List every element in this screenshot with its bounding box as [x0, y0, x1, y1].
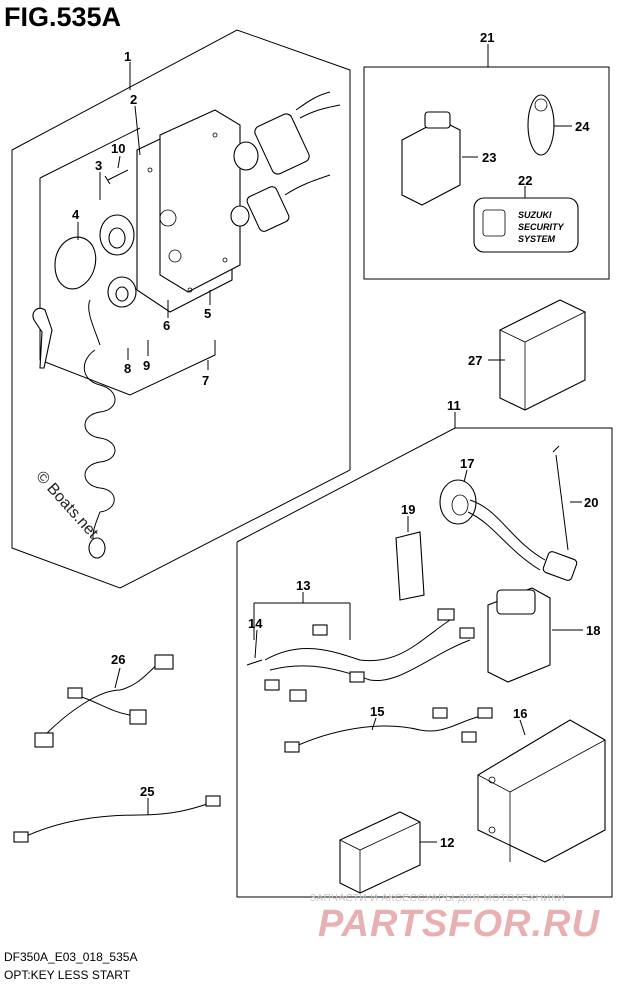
nut-rings [99, 214, 137, 308]
callout-23: 23 [482, 150, 496, 165]
sensor-17 [439, 479, 578, 581]
leader-lines [77, 44, 583, 843]
figure-code: DF350A_E03_018_535A [4, 950, 138, 964]
sheet-19 [395, 531, 425, 601]
callout-26: 26 [111, 652, 125, 667]
callout-13: 13 [296, 578, 310, 593]
figure-title: FIG.535A [4, 2, 122, 32]
lanyard-coil [83, 299, 116, 559]
callout-21: 21 [480, 30, 494, 45]
screw-10 [104, 169, 129, 185]
group-1-frame [11, 29, 351, 589]
callout-16: 16 [513, 706, 527, 721]
callout-7: 7 [202, 373, 209, 388]
bracket-16 [477, 719, 606, 863]
screw-14 [246, 659, 263, 666]
knob-4 [54, 236, 97, 290]
callout-25: 25 [140, 784, 154, 799]
callout-10: 10 [111, 141, 125, 156]
callout-15: 15 [370, 704, 384, 719]
callout-17: 17 [460, 456, 474, 471]
group-21-frame [363, 66, 610, 280]
callout-27: 27 [468, 353, 482, 368]
badge-22 [473, 197, 579, 253]
callout-14: 14 [248, 616, 263, 631]
callout-12: 12 [440, 835, 454, 850]
figure-caption: OPT:KEY LESS START [4, 968, 131, 982]
callout-5: 5 [204, 306, 211, 321]
callout-22: 22 [518, 173, 532, 188]
callout-19: 19 [401, 502, 415, 517]
callout-8: 8 [124, 361, 131, 376]
harness-15 [284, 707, 493, 753]
cover-12 [339, 811, 421, 894]
badge-line-3: SYSTEM [518, 234, 556, 244]
group-7-frame [39, 178, 216, 396]
shop-logo-watermark: PARTSFOR.RU [318, 903, 600, 945]
switch-connectors [230, 91, 341, 232]
callout-numbers: 1 2 3 4 5 6 7 8 9 10 11 12 13 14 15 16 1… [72, 30, 600, 850]
callout-24: 24 [575, 119, 590, 134]
relay-18 [487, 587, 551, 683]
callout-9: 9 [143, 358, 150, 373]
harness-13 [253, 602, 475, 702]
callout-20: 20 [584, 495, 598, 510]
badge-line-2: SECURITY [518, 222, 565, 232]
module-27 [499, 299, 586, 411]
callout-6: 6 [163, 318, 170, 333]
badge-line-1: SUZUKI [518, 210, 552, 220]
mount-plate [136, 109, 241, 313]
callout-18: 18 [586, 623, 600, 638]
key [32, 307, 53, 369]
callout-3: 3 [95, 158, 102, 173]
harness-26 [34, 654, 174, 748]
callout-2: 2 [130, 92, 137, 107]
ecu-23 [401, 111, 461, 206]
callout-1: 1 [124, 49, 131, 64]
callout-11: 11 [447, 398, 461, 413]
shop-tagline-watermark: ЗАПЧАСТИ И АКСЕССУАРЫ ДЛЯ МОТОТЕХНИКИ [310, 893, 566, 904]
cable-tie-20 [552, 445, 569, 551]
fob-24 [527, 94, 555, 156]
group-11-frame [236, 427, 613, 898]
callout-4: 4 [72, 207, 80, 222]
cable-25 [13, 795, 221, 843]
